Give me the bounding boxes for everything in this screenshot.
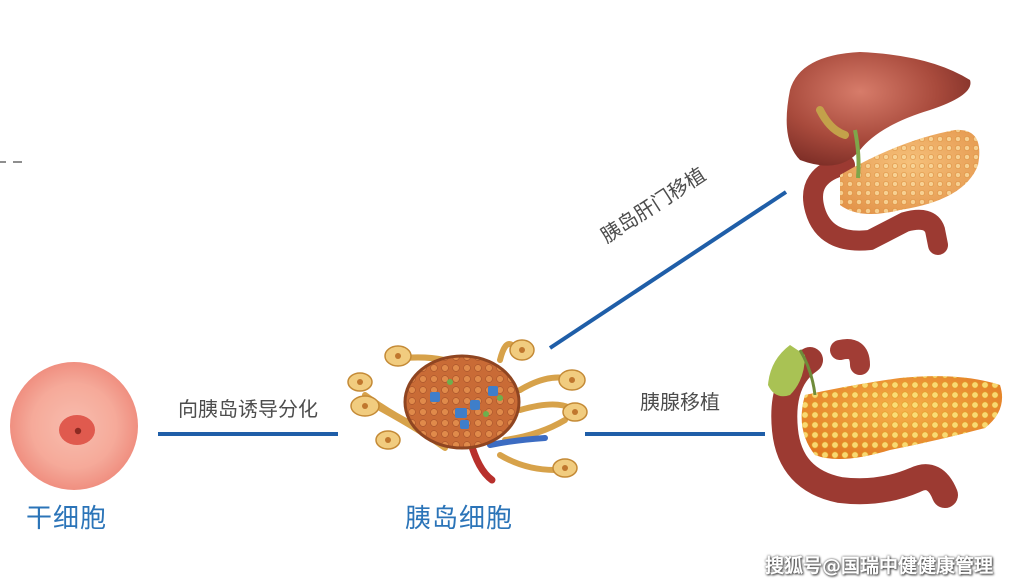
liver-illustration — [786, 52, 980, 255]
watermark-text: 搜狐号@国瑞中健健康管理 — [764, 555, 993, 577]
islet-cells-label: 胰岛细胞 — [405, 504, 514, 534]
stem-cell-illustration — [10, 362, 138, 490]
pancreas-transplant-label: 胰腺移植 — [640, 390, 720, 414]
islet-illustration — [347, 339, 588, 484]
pancreas-illustration — [768, 339, 1003, 508]
arrow-islet-to-liver — [548, 190, 788, 350]
differentiation-label: 向胰岛诱导分化 — [178, 397, 318, 421]
stem-cell-label: 干细胞 — [26, 504, 108, 534]
